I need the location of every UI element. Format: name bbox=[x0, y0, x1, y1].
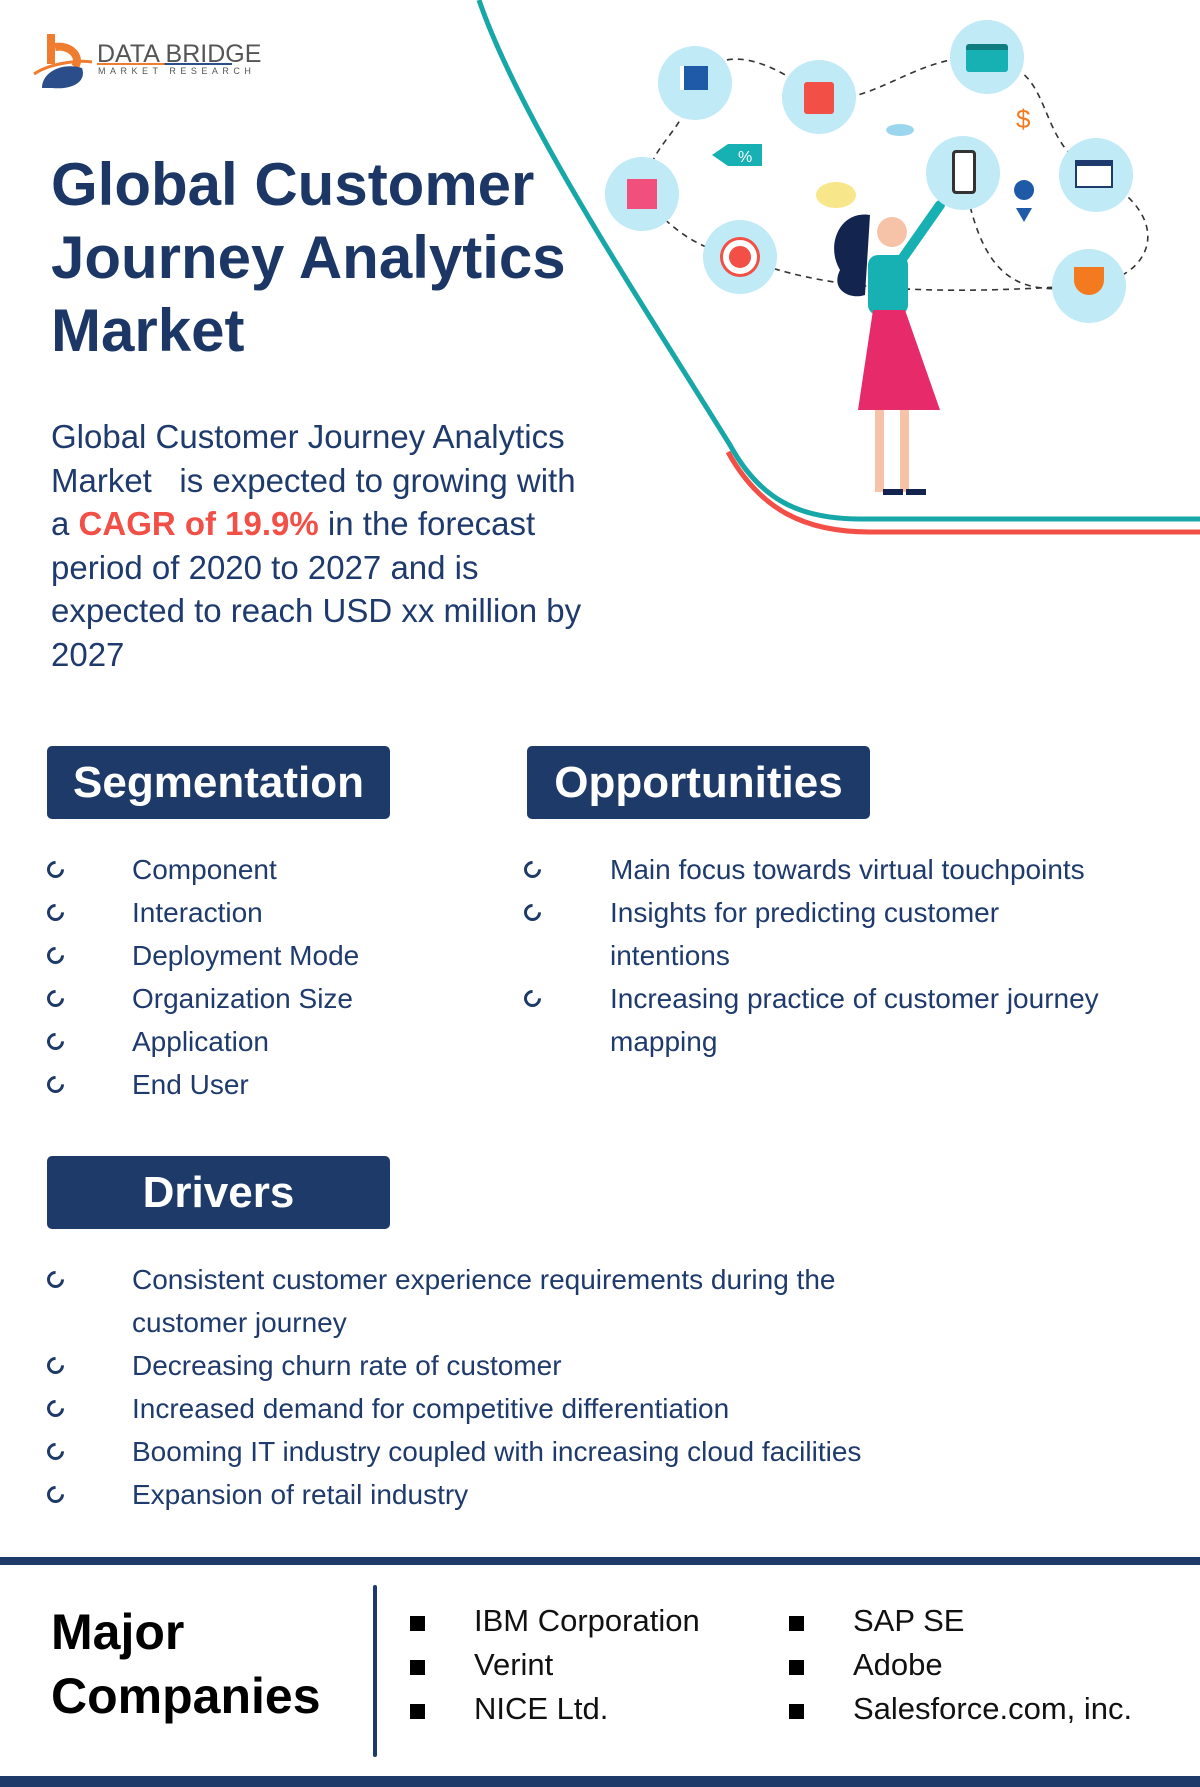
section-divider bbox=[0, 1557, 1200, 1565]
journey-illustration: % $ bbox=[476, 0, 1200, 535]
title-line: Companies bbox=[51, 1668, 321, 1724]
market-summary: Global Customer Journey Analytics Market… bbox=[51, 415, 581, 676]
summary-line: Global Customer Journey Analytics bbox=[51, 418, 565, 455]
driver-item: Decreasing churn rate of customer bbox=[132, 1350, 562, 1381]
bullet-icon bbox=[43, 1267, 68, 1292]
summary-line: Market is expected to growing with bbox=[51, 461, 576, 499]
company-name: Adobe bbox=[853, 1647, 943, 1682]
brand-divider bbox=[97, 63, 232, 65]
opportunity-item: Main focus towards virtual touchpoints bbox=[610, 854, 1085, 885]
bullet-icon bbox=[520, 986, 545, 1011]
summary-line: a CAGR of 19.9% in the forecast bbox=[51, 502, 581, 546]
opportunity-item: intentions bbox=[610, 940, 730, 971]
segmentation-item: Component bbox=[132, 854, 277, 885]
bullet-icon bbox=[43, 943, 68, 968]
segmentation-item: End User bbox=[132, 1069, 249, 1100]
driver-item: customer journey bbox=[132, 1307, 347, 1338]
driver-item: Consistent customer experience requireme… bbox=[132, 1264, 836, 1295]
opportunity-item: Increasing practice of customer journey bbox=[610, 983, 1099, 1014]
square-bullet-icon bbox=[789, 1660, 804, 1675]
bullet-icon bbox=[43, 1072, 68, 1097]
bullet-icon bbox=[520, 857, 545, 882]
opportunities-header: Opportunities bbox=[527, 746, 870, 819]
square-bullet-icon bbox=[789, 1616, 804, 1631]
square-bullet-icon bbox=[410, 1704, 425, 1719]
segmentation-item: Deployment Mode bbox=[132, 940, 360, 971]
company-name: Verint bbox=[474, 1647, 554, 1682]
title-line: Journey Analytics bbox=[51, 224, 566, 291]
bullet-icon bbox=[43, 1439, 68, 1464]
bullet-icon bbox=[43, 1396, 68, 1421]
mobile-shop-icon bbox=[926, 136, 1000, 210]
trophy-icon bbox=[1052, 249, 1126, 323]
segmentation-item: Interaction bbox=[132, 897, 263, 928]
segmentation-header: Segmentation bbox=[47, 746, 390, 819]
bullet-icon bbox=[43, 1353, 68, 1378]
segmentation-item: Organization Size bbox=[132, 983, 354, 1014]
title-line: Major bbox=[51, 1604, 185, 1660]
percent-tag-text: % bbox=[738, 149, 752, 166]
driver-item: Expansion of retail industry bbox=[132, 1479, 469, 1510]
company-name: SAP SE bbox=[853, 1603, 965, 1638]
opportunity-item: Insights for predicting customer bbox=[610, 897, 1000, 928]
title-line: Market bbox=[51, 297, 245, 364]
cloud-icon bbox=[886, 124, 914, 136]
bullet-icon bbox=[43, 1482, 68, 1507]
title-line: Global Customer bbox=[51, 151, 535, 218]
red-curve bbox=[725, 450, 1200, 535]
location-pin-icon bbox=[1014, 180, 1035, 222]
gift-icon bbox=[605, 157, 679, 231]
shopping-bag-icon bbox=[782, 60, 856, 134]
woman-figure bbox=[834, 200, 945, 495]
search-web-icon bbox=[1059, 138, 1133, 212]
flag-icon bbox=[658, 46, 732, 120]
opportunity-item: mapping bbox=[610, 1026, 718, 1057]
target-icon bbox=[703, 220, 777, 294]
summary-text: a bbox=[51, 505, 79, 542]
bullet-icon bbox=[43, 857, 68, 882]
bullet-icon bbox=[520, 900, 545, 925]
credit-card-icon bbox=[950, 20, 1024, 94]
square-bullet-icon bbox=[410, 1616, 425, 1631]
bullet-icon bbox=[43, 1029, 68, 1054]
bullet-icon bbox=[43, 986, 68, 1011]
square-bullet-icon bbox=[410, 1660, 425, 1675]
company-name: IBM Corporation bbox=[474, 1603, 700, 1638]
vertical-divider bbox=[373, 1585, 377, 1757]
company-name: NICE Ltd. bbox=[474, 1691, 609, 1726]
summary-text: in the forecast bbox=[318, 505, 536, 542]
major-companies-title: Major Companies bbox=[51, 1600, 321, 1728]
square-bullet-icon bbox=[789, 1704, 804, 1719]
company-name: Salesforce.com, inc. bbox=[853, 1691, 1133, 1726]
brand-tagline: MARKET RESEARCH bbox=[98, 66, 256, 76]
summary-line: expected to reach USD xx million by bbox=[51, 592, 582, 629]
chat-bubble-icon bbox=[816, 182, 856, 208]
teal-curve bbox=[476, 0, 1200, 522]
summary-line: period of 2020 to 2027 and is bbox=[51, 548, 479, 586]
dollar-icon: $ bbox=[1016, 104, 1031, 134]
driver-item: Booming IT industry coupled with increas… bbox=[132, 1436, 862, 1467]
cagr-highlight: CAGR of 19.9% bbox=[78, 505, 319, 542]
drivers-header: Drivers bbox=[47, 1156, 390, 1229]
footer-bar bbox=[0, 1776, 1200, 1787]
page-title: Global Customer Journey Analytics Market bbox=[51, 148, 566, 367]
segmentation-item: Application bbox=[132, 1026, 269, 1057]
bullet-icon bbox=[43, 900, 68, 925]
brand-logo-icon bbox=[33, 34, 93, 89]
summary-line: 2027 bbox=[51, 635, 125, 673]
percent-tag-icon bbox=[712, 144, 762, 166]
driver-item: Increased demand for competitive differe… bbox=[132, 1393, 730, 1424]
